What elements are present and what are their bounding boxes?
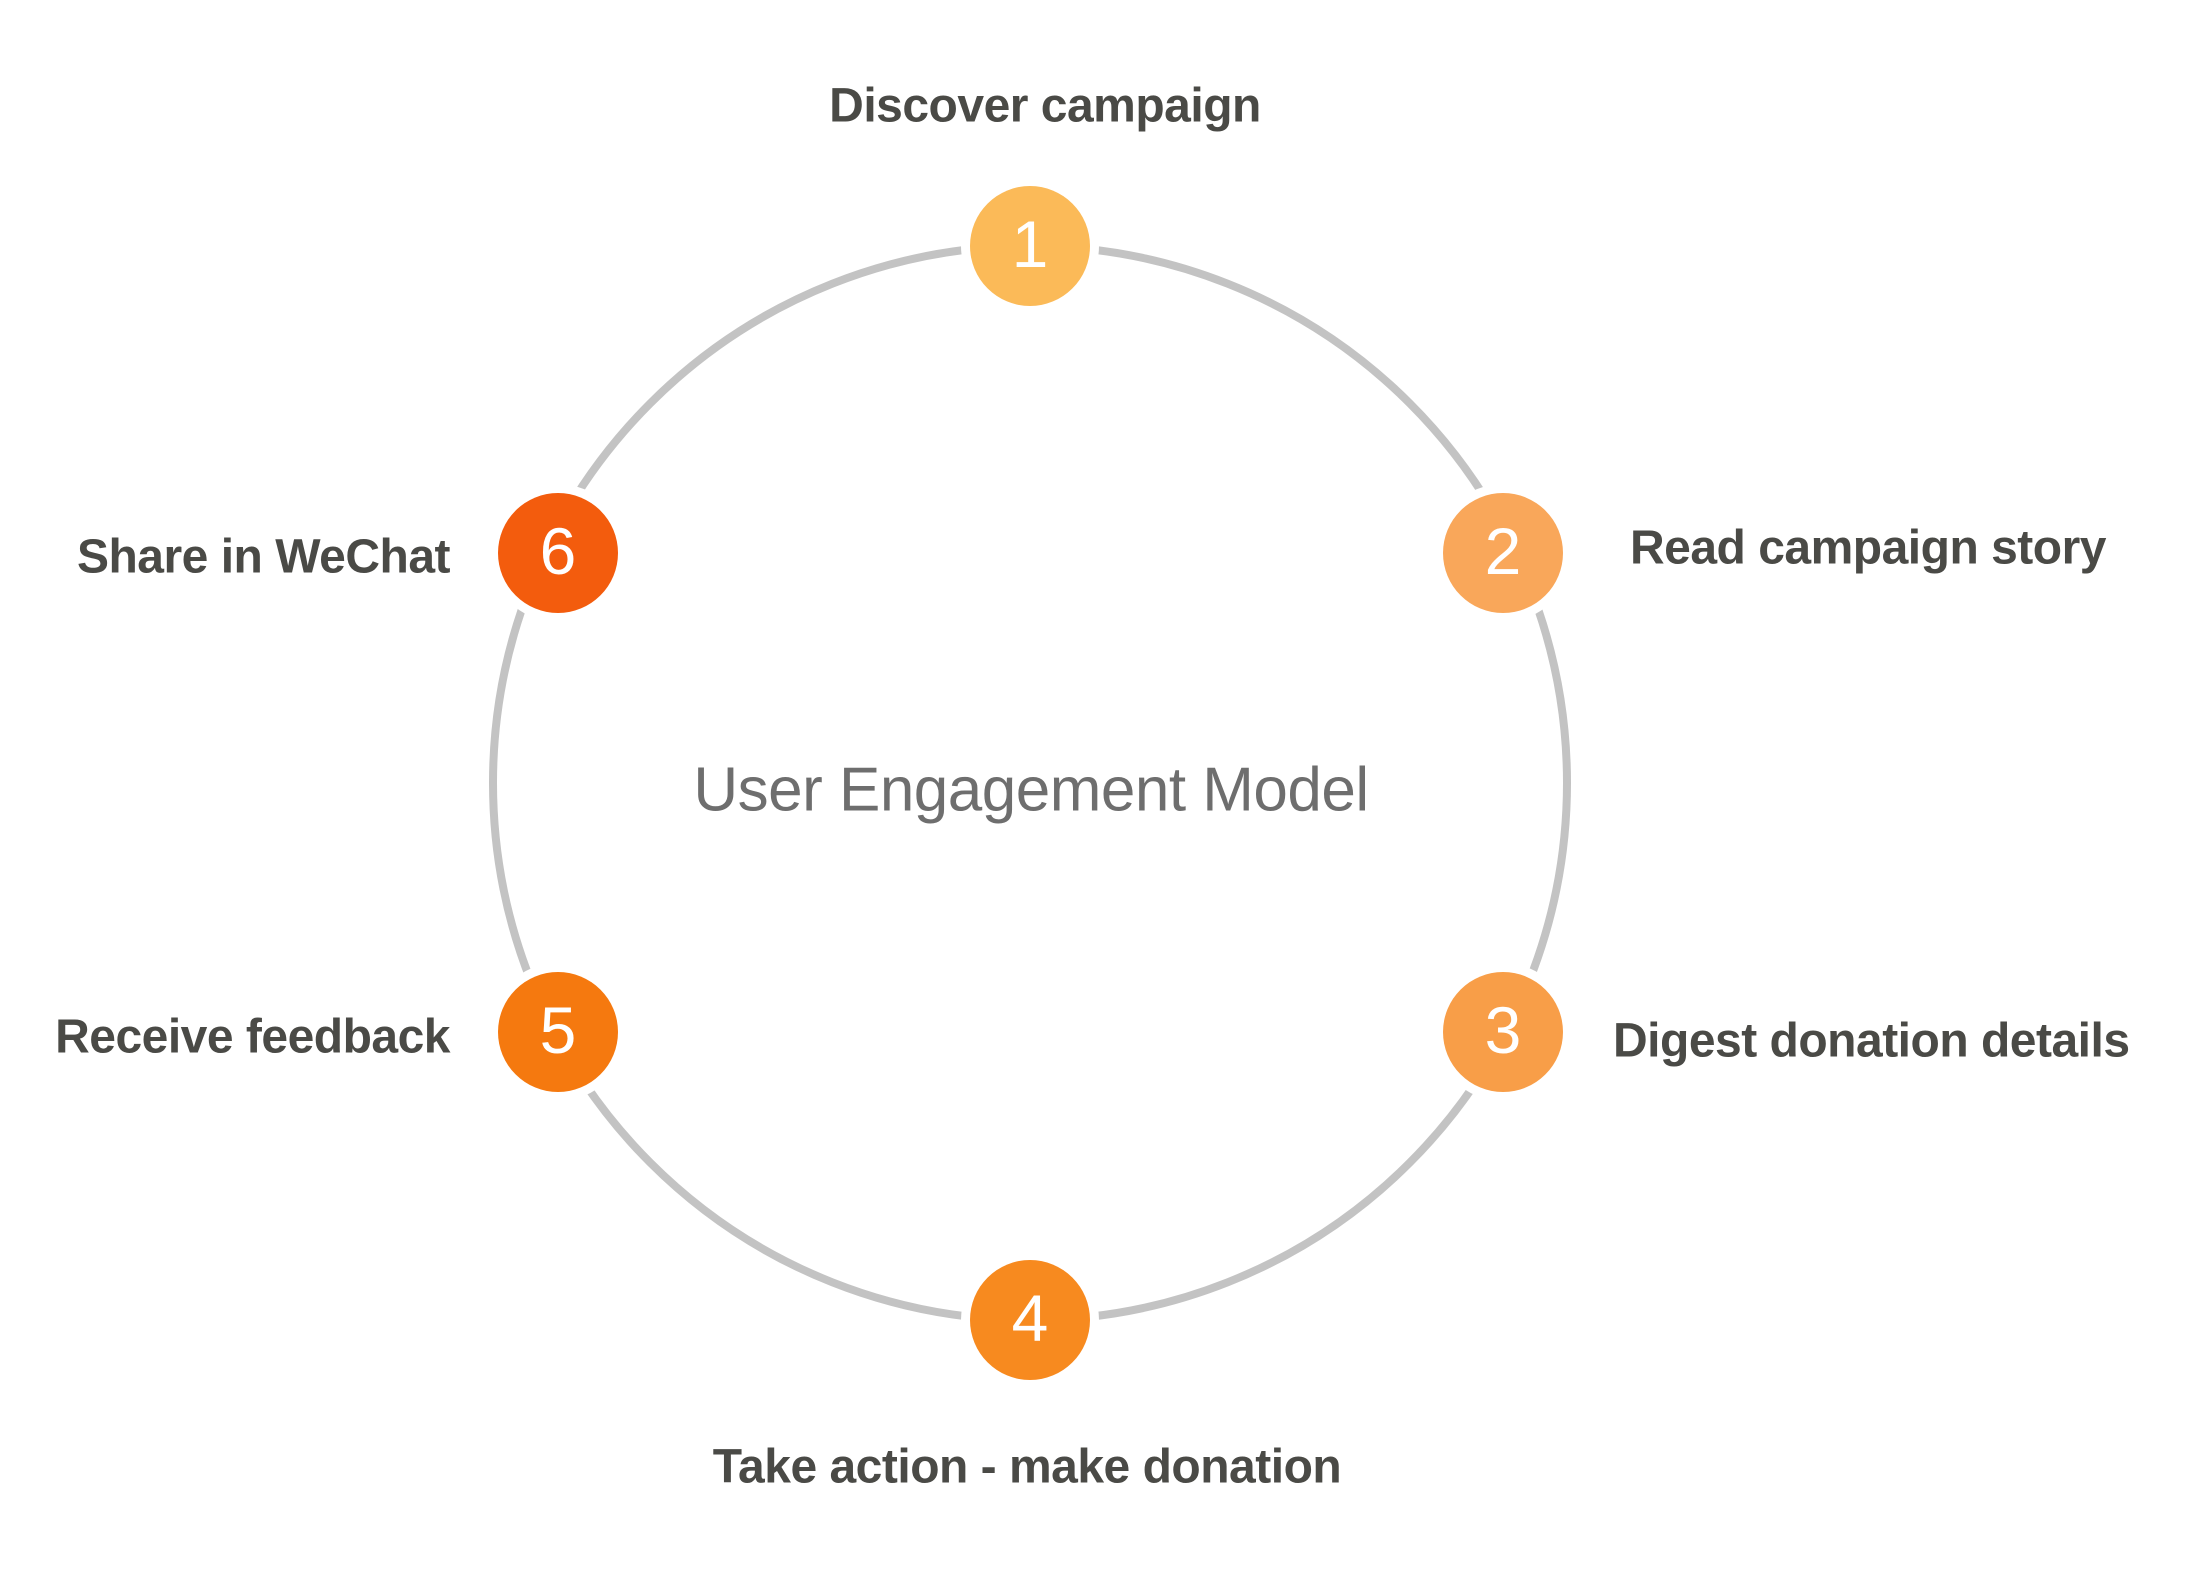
- diagram-title: User Engagement Model: [693, 755, 1369, 825]
- step-node-1: 1: [970, 186, 1090, 306]
- step-number-5: 5: [539, 993, 577, 1067]
- step-node-4: 4: [970, 1260, 1090, 1380]
- step-number-3: 3: [1484, 993, 1522, 1067]
- step-number-4: 4: [1011, 1281, 1049, 1355]
- step-label-take-action-make-donation: Take action - make donation: [712, 1440, 1342, 1494]
- step-node-5: 5: [498, 972, 618, 1092]
- step-node-3: 3: [1443, 972, 1563, 1092]
- step-label-discover-campaign: Discover campaign: [829, 79, 1261, 133]
- step-number-1: 1: [1011, 207, 1049, 281]
- step-label-read-campaign-story: Read campaign story: [1630, 521, 2106, 575]
- step-label-receive-feedback: Receive feedback: [55, 1010, 450, 1064]
- step-node-6: 6: [498, 493, 618, 613]
- step-node-2: 2: [1443, 493, 1563, 613]
- step-number-2: 2: [1484, 514, 1522, 588]
- step-label-share-in-wechat: Share in WeChat: [76, 530, 451, 584]
- step-number-6: 6: [539, 514, 577, 588]
- step-label-digest-donation-details: Digest donation details: [1613, 1014, 2130, 1068]
